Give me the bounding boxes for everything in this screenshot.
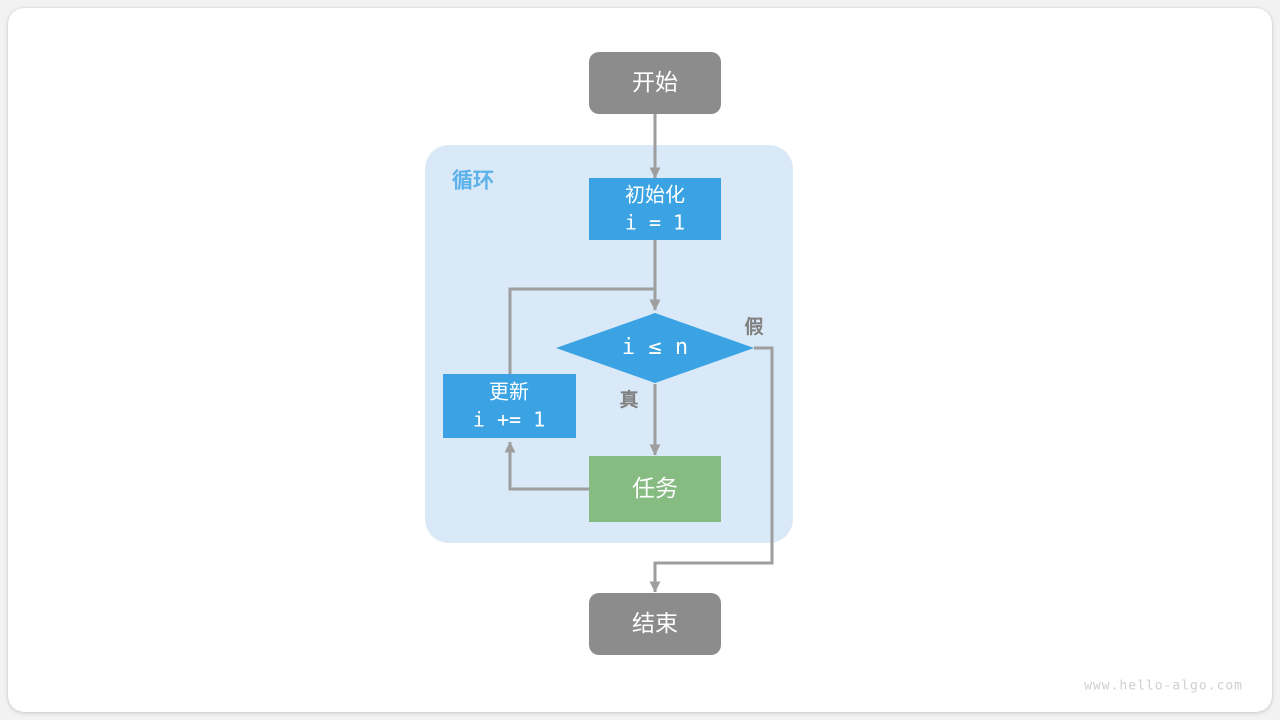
node-task-label: 任务: [632, 475, 678, 501]
node-update[interactable]: 更新 i += 1: [443, 374, 576, 438]
node-task[interactable]: 任务: [589, 456, 721, 522]
loop-group-label: 循环: [452, 169, 494, 193]
watermark-url: www.hello-algo.com: [1084, 679, 1243, 694]
node-condition[interactable]: i ≤ n: [556, 313, 754, 383]
node-init-sublabel: i = 1: [625, 211, 685, 235]
edge-task-to-update: [504, 441, 589, 491]
edge-label-true: 真: [619, 388, 638, 411]
node-init-label: 初始化: [625, 183, 685, 206]
node-start-label: 开始: [632, 69, 678, 95]
node-update-label: 更新: [489, 380, 529, 403]
edge-cond-to-end: [649, 346, 774, 593]
node-end[interactable]: 结束: [589, 593, 721, 655]
node-update-sublabel: i += 1: [473, 408, 545, 432]
edge-label-false: 假: [744, 315, 763, 338]
node-end-label: 结束: [632, 610, 678, 636]
node-condition-label: i ≤ n: [622, 335, 688, 360]
node-start[interactable]: 开始: [589, 52, 721, 114]
edge-update-to-cond: [508, 287, 661, 374]
node-init[interactable]: 初始化 i = 1: [589, 178, 721, 240]
